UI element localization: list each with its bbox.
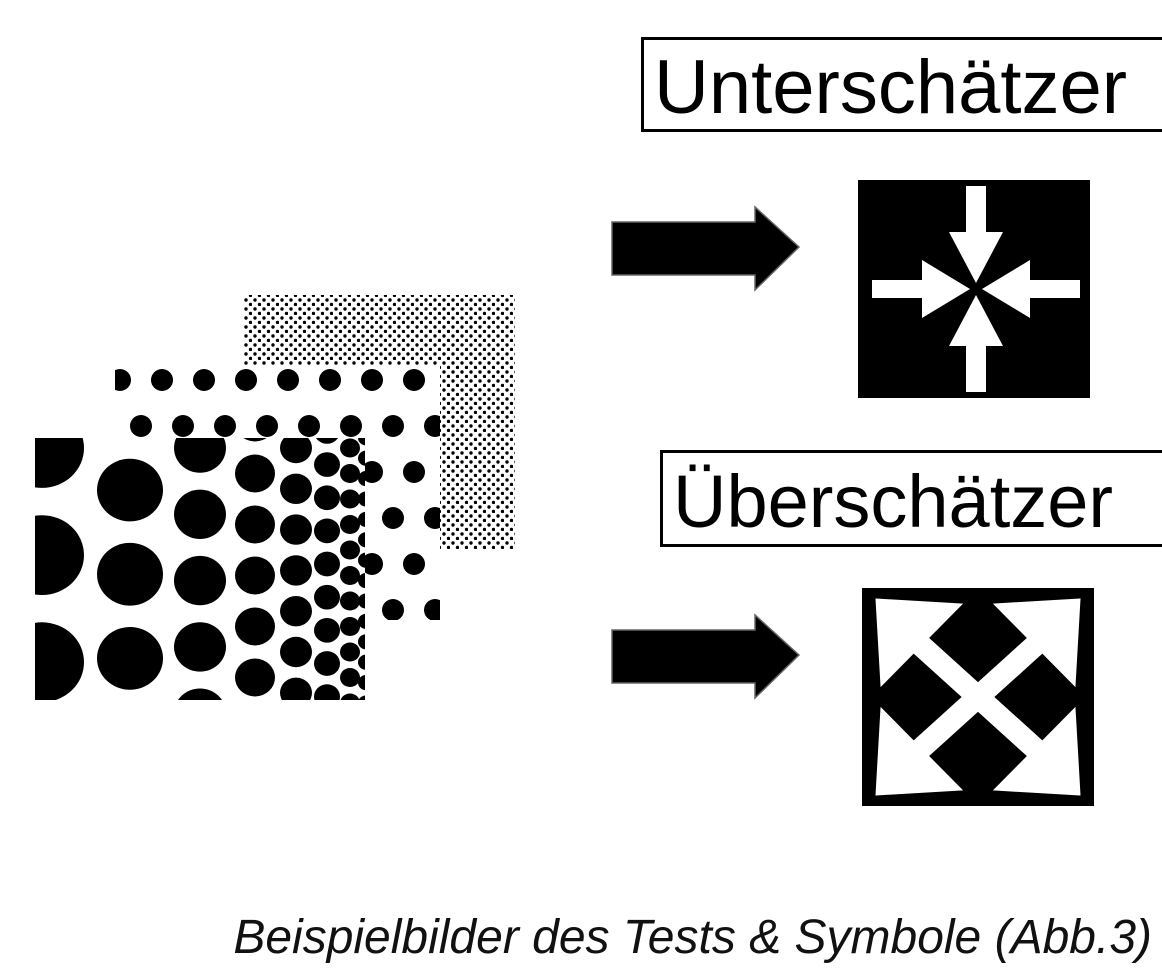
- test-dot: [358, 450, 365, 466]
- test-dot: [97, 627, 163, 690]
- test-dot: [97, 542, 163, 606]
- test-dot: [314, 518, 340, 544]
- test-dot: [358, 438, 365, 446]
- arrows-pointing-inward-icon: [858, 180, 1090, 398]
- test-dot: [174, 622, 226, 672]
- test-dot: [361, 461, 383, 483]
- test-dot: [256, 415, 278, 437]
- label-underestimator: Unterschätzer: [641, 37, 1162, 132]
- test-dot: [340, 540, 360, 560]
- test-dot: [358, 695, 365, 700]
- test-dot: [174, 489, 226, 539]
- test-dot: [35, 515, 84, 595]
- test-dot: [280, 514, 312, 545]
- test-dot: [445, 553, 467, 575]
- test-dot: [280, 473, 312, 504]
- label-overestimator-text: Überschätzer: [673, 460, 1114, 543]
- test-dot: [314, 485, 340, 511]
- test-dot: [358, 654, 365, 670]
- test-dot: [280, 555, 312, 586]
- arrow-right-bottom: [611, 613, 801, 700]
- test-dot: [280, 677, 312, 700]
- test-dot: [0, 301, 84, 381]
- test-dot: [340, 566, 360, 585]
- test-dot: [340, 464, 360, 483]
- test-dot: [235, 369, 257, 391]
- test-dot: [314, 684, 340, 700]
- test-dot: [466, 599, 488, 621]
- test-dot: [178, 688, 222, 700]
- test-dot: [361, 553, 383, 575]
- test-dot: [35, 438, 84, 488]
- test-dot: [358, 532, 365, 548]
- test-dot: [235, 556, 275, 595]
- test-dot: [424, 415, 440, 437]
- test-dot: [340, 489, 360, 509]
- test-dot: [358, 593, 365, 609]
- test-dot: [97, 458, 163, 522]
- label-overestimator: Überschätzer: [660, 450, 1162, 547]
- test-dot: [280, 596, 312, 627]
- test-dot: [340, 642, 360, 662]
- test-dot: [382, 507, 404, 529]
- test-dot: [358, 552, 365, 568]
- test-dot: [280, 636, 312, 668]
- test-dot: [314, 584, 340, 610]
- test-dot: [382, 599, 404, 620]
- test-dot: [235, 454, 275, 493]
- test-dot: [277, 369, 299, 391]
- test-dot: [315, 438, 339, 444]
- test-dot: [235, 658, 275, 697]
- test-dot: [243, 438, 267, 442]
- test-dot: [358, 634, 365, 650]
- test-dot: [35, 622, 84, 700]
- test-dot: [174, 555, 226, 606]
- arrow-right-top: [611, 205, 801, 292]
- test-dot: [340, 668, 360, 687]
- figure-caption: Beispielbilder des Tests & Symbole (Abb.…: [233, 911, 1152, 964]
- test-dot: [361, 369, 383, 391]
- test-dot: [235, 505, 275, 544]
- test-dot: [340, 617, 360, 636]
- test-dot: [172, 415, 194, 437]
- test-dot: [358, 471, 365, 487]
- test-dot: [358, 573, 365, 589]
- label-underestimator-text: Unterschätzer: [654, 45, 1128, 130]
- test-dot: [130, 415, 152, 437]
- test-dot: [424, 599, 440, 620]
- test-dot: [424, 507, 440, 529]
- test-dot: [358, 491, 365, 507]
- test-dot: [358, 511, 365, 527]
- test-dot: [314, 617, 340, 643]
- test-dot: [314, 551, 340, 577]
- test-dot: [403, 553, 425, 575]
- test-dot: [193, 369, 215, 391]
- test-dot: [340, 415, 362, 437]
- arrows-pointing-outward-icon: [862, 588, 1094, 806]
- test-dot: [151, 369, 173, 391]
- test-dot: [340, 591, 360, 611]
- test-dot: [174, 438, 226, 473]
- test-dot: [314, 651, 340, 676]
- test-dot: [358, 613, 365, 629]
- test-dot: [340, 515, 360, 534]
- test-dot: [214, 415, 236, 437]
- test-dot: [314, 452, 340, 477]
- test-dot: [280, 438, 312, 464]
- test-dot: [319, 369, 341, 391]
- test-dot: [340, 438, 360, 458]
- test-dot: [403, 461, 425, 483]
- test-dot: [403, 369, 425, 391]
- test-dot: [340, 693, 360, 700]
- test-dot: [382, 415, 404, 437]
- test-dot: [298, 415, 320, 437]
- test-dot: [235, 607, 275, 646]
- test-dot: [358, 675, 365, 691]
- test-image-large-dots: [0, 301, 365, 700]
- test-dot: [115, 369, 131, 391]
